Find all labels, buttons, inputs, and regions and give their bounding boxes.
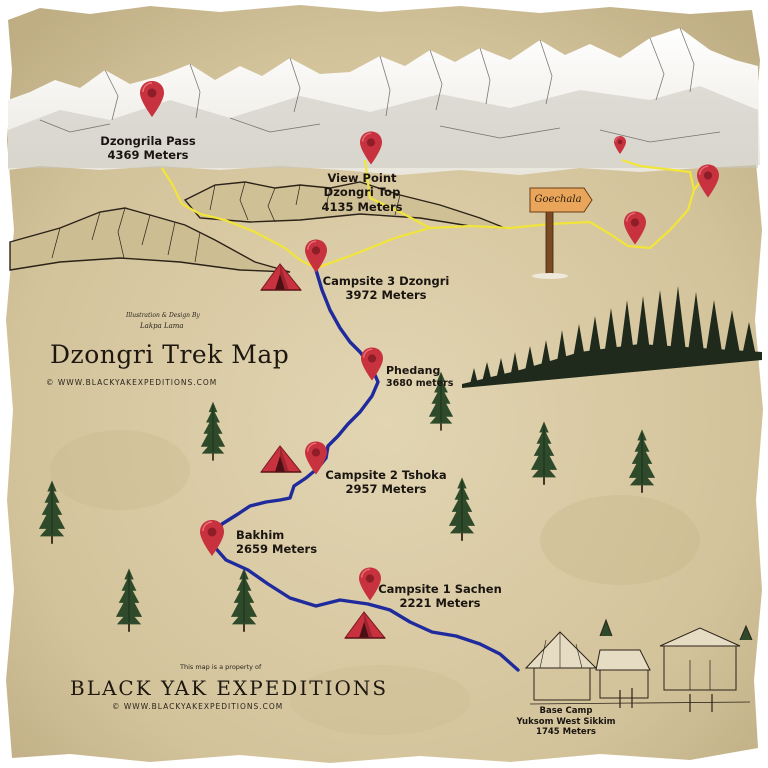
illustrator-signature: Lakpa Lama bbox=[140, 322, 184, 330]
label-bakhim: Bakhim 2659 Meters bbox=[236, 528, 318, 557]
goechala-signpost bbox=[529, 187, 593, 279]
ridge-middle bbox=[183, 181, 506, 229]
website-link-top[interactable]: © WWW.BLACKYAKEXPEDITIONS.COM bbox=[46, 378, 218, 387]
forest-trees bbox=[470, 286, 756, 384]
high-altitude-route bbox=[161, 158, 701, 270]
map-title: Dzongri Trek Map bbox=[50, 340, 290, 369]
forest-hill bbox=[462, 344, 762, 388]
label-campsite-1: Campsite 1 Sachen 2221 Meters bbox=[378, 582, 502, 611]
village-sketch bbox=[524, 618, 753, 712]
goechala-sign-text: Goechala bbox=[534, 194, 582, 205]
ridge-left bbox=[9, 207, 291, 273]
company-name: BLACK YAK EXPEDITIONS bbox=[70, 676, 389, 700]
website-link-bottom[interactable]: © WWW.BLACKYAKEXPEDITIONS.COM bbox=[112, 702, 284, 711]
label-dzongrila-pass: Dzongrila Pass 4369 Meters bbox=[100, 134, 196, 163]
label-base-camp: Base Camp Yuksom West Sikkim 1745 Meters bbox=[516, 706, 616, 738]
label-phedang: Phedang 3680 meters bbox=[386, 364, 454, 389]
label-campsite-3: Campsite 3 Dzongri 3972 Meters bbox=[322, 274, 450, 303]
illustration-credit: Illustration & Design By bbox=[126, 312, 200, 319]
property-note: This map is a property of bbox=[180, 663, 262, 671]
label-view-point: View Point Dzongri Top 4135 Meters bbox=[321, 171, 403, 214]
label-campsite-2: Campsite 2 Tshoka 2957 Meters bbox=[325, 468, 447, 497]
